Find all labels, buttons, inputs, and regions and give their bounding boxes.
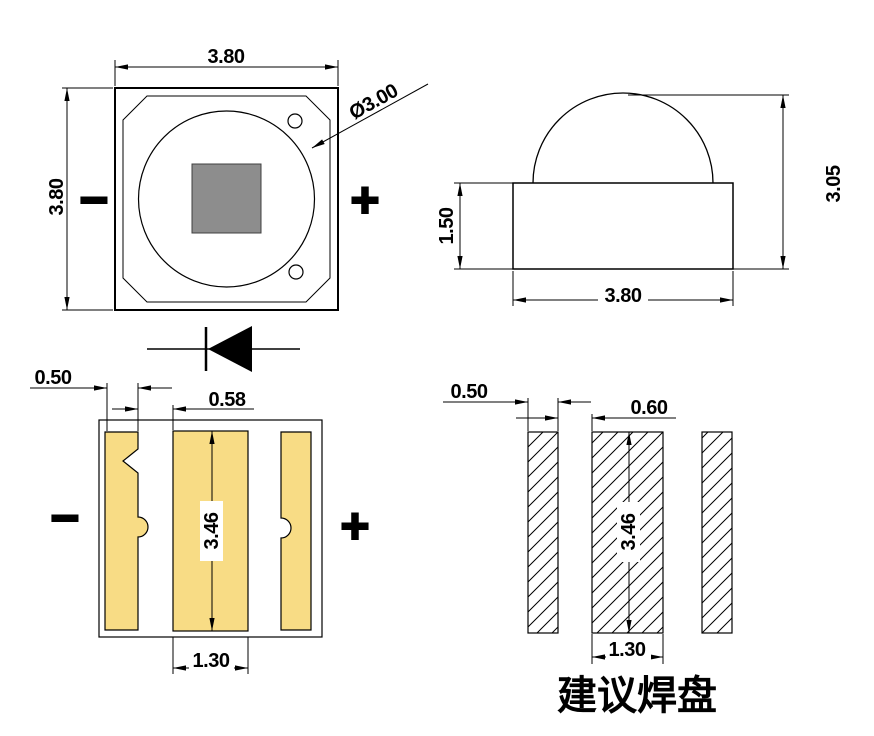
bottom-view-gap-dimension: 0.58 bbox=[112, 389, 254, 412]
side-view-width-label: 3.80 bbox=[605, 285, 642, 307]
solder-view-pad-length-dimension: 3.46 bbox=[617, 432, 640, 633]
bottom-view-pad-width-dimension: 0.50 bbox=[30, 367, 172, 391]
bottom-view-pad-length-dimension: 3.46 bbox=[200, 431, 223, 631]
lens-diameter-dimension: Ø3.00 bbox=[311, 80, 429, 149]
solder-pad-right bbox=[701, 431, 733, 634]
solder-view-pad-length-label: 3.46 bbox=[618, 513, 640, 550]
solder-view-pad-width-label: 0.50 bbox=[451, 381, 488, 403]
side-view-base-height-dimension: 1.50 bbox=[436, 182, 513, 270]
solder-pad-center bbox=[591, 431, 664, 634]
solder-pad-view: 0.50 0.60 3.46 1.30 bbox=[443, 381, 733, 719]
bottom-view-gap-label: 0.58 bbox=[209, 389, 246, 411]
top-view-width-dimension: 3.80 bbox=[114, 46, 339, 86]
top-view-height-dimension: 3.80 bbox=[46, 87, 113, 311]
lens-diameter-label: Ø3.00 bbox=[346, 80, 402, 125]
bottom-view-center-pad-width-dimension: 1.30 bbox=[172, 637, 249, 674]
bottom-view-center-pad-width-label: 1.30 bbox=[193, 650, 230, 672]
solder-view-center-pad-width-dimension: 1.30 bbox=[591, 634, 664, 664]
top-view-cathode-minus-mark: − bbox=[79, 172, 108, 228]
top-view-width-label: 3.80 bbox=[208, 46, 245, 68]
solder-pad-caption: 建议焊盘 bbox=[557, 672, 717, 719]
solder-view-gap-label: 0.60 bbox=[631, 397, 668, 419]
top-view-anode-plus-mark: + bbox=[350, 172, 379, 228]
lens-dome bbox=[532, 92, 714, 184]
top-view: 3.80 3.80 Ø3.00 − + bbox=[46, 46, 429, 311]
solder-view-pad-width-dimension: 0.50 bbox=[443, 381, 591, 405]
package-body-side bbox=[512, 182, 734, 270]
side-view-total-height-label: 3.05 bbox=[823, 165, 845, 202]
bottom-view-pad-length-label: 3.46 bbox=[201, 512, 223, 549]
led-die bbox=[191, 163, 262, 234]
package-substrate bbox=[114, 87, 339, 311]
side-view-base-height-label: 1.50 bbox=[436, 207, 458, 244]
bottom-view-cathode-minus-mark: − bbox=[50, 490, 79, 546]
side-view: 1.50 3.05 3.80 bbox=[436, 92, 845, 307]
diode-symbol bbox=[147, 326, 300, 372]
solder-view-center-pad-width-label: 1.30 bbox=[609, 639, 646, 661]
solder-pad-left bbox=[527, 431, 559, 634]
bottom-view-anode-plus-mark: + bbox=[340, 498, 369, 554]
cathode-pad bbox=[104, 431, 149, 631]
package-inner-outline bbox=[122, 95, 331, 303]
solder-view-gap-dimension: 0.60 bbox=[516, 397, 676, 421]
diode-anode-triangle bbox=[208, 326, 252, 372]
alignment-hole-bottom bbox=[288, 264, 304, 280]
alignment-hole-top bbox=[287, 113, 303, 129]
bottom-view: 0.50 0.58 3.46 1.30 bbox=[30, 367, 371, 674]
side-view-width-dimension: 3.80 bbox=[512, 271, 734, 307]
top-view-height-label: 3.80 bbox=[46, 178, 68, 215]
bottom-view-pad-width-label: 0.50 bbox=[35, 367, 72, 389]
anode-pad bbox=[280, 431, 312, 631]
side-view-total-height-dimension: 3.05 bbox=[628, 94, 845, 270]
